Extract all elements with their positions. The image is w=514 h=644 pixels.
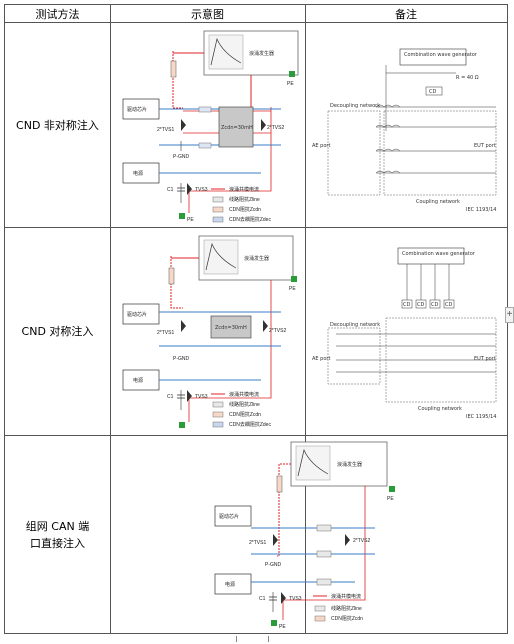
driver-chip-label: 驱动芯片: [219, 513, 239, 520]
legend-item: 浪涌共模电流: [229, 186, 259, 193]
cd-label: CD: [403, 302, 410, 308]
page-marker: [236, 636, 237, 642]
eut-port-label: EUT port: [474, 143, 496, 149]
header-notes: 备注: [395, 7, 417, 21]
cd-label: CD: [429, 89, 436, 95]
column-divider: [305, 5, 306, 633]
legend-item: 浪涌共模电流: [331, 593, 361, 600]
legend-item: 浪涌共模电流: [229, 391, 259, 398]
page-marker: [268, 636, 269, 642]
resistor-label: R = 40 Ω: [456, 75, 479, 81]
pe-label: PE: [187, 217, 194, 223]
decoupling-label: Decoupling network: [330, 322, 380, 328]
generator-title: Combination wave generator: [402, 251, 476, 257]
power-label: 电源: [133, 170, 143, 177]
iec-ref: IEC 1193/14: [466, 207, 497, 213]
tvs2-label: 2*TVS2: [269, 328, 286, 334]
tvs2-label: 2*TVS2: [353, 538, 370, 544]
legend-item: CDN去耦阻抗Zdec: [229, 421, 271, 428]
power-label: 电源: [133, 377, 143, 384]
legend-item: 线路阻抗Zline: [229, 196, 260, 203]
legend-item: 线路阻抗Zline: [229, 401, 260, 408]
zcdn-label: Zcdn=30mH: [221, 125, 253, 131]
cd-label: CD: [445, 302, 452, 308]
driver-chip-label: 驱动芯片: [127, 311, 147, 318]
c1-label: C1: [167, 394, 174, 400]
method-cell-1: CND 非对称注入: [16, 118, 99, 132]
generator-title: Combination wave generator: [404, 52, 478, 58]
row-divider: [5, 227, 507, 228]
pe-label: PE: [387, 496, 394, 502]
legend-item: CDN阻抗Zcdn: [229, 411, 261, 418]
generator-label: 浪涌发生器: [337, 461, 362, 468]
legend-item: 线路阻抗Zline: [331, 605, 362, 612]
ae-port-label: AE port: [312, 143, 330, 149]
pgnd-label: P-GND: [173, 154, 190, 160]
coupling-label: Coupling network: [418, 406, 462, 412]
iec-ref: IEC 1195/14: [466, 414, 497, 420]
ae-port-label: AE port: [312, 356, 330, 362]
row-divider: [5, 435, 507, 436]
cd-label: CD: [431, 302, 438, 308]
pe-label: PE: [279, 624, 286, 630]
method-cell-3: 组网 CAN 端口直接注入: [25, 519, 90, 550]
cd-label: CD: [417, 302, 424, 308]
header-diagram: 示意图: [191, 7, 224, 21]
decoupling-label: Decoupling network: [330, 103, 380, 109]
combination-wave-generator: [399, 48, 467, 66]
legend-item: CDN阻抗Zcdn: [331, 615, 363, 622]
tvs3-label: TVS3: [195, 187, 208, 193]
iec-diagram-asymmetric: Combination wave generator R = 40 Ω CD D…: [312, 48, 497, 213]
schematic-can-direct: 浪涌发生器 PE 驱动芯片 电源 2*TVS1 2*TVS2 P-GND C1 …: [214, 441, 395, 630]
pgnd-label: P-GND: [265, 562, 282, 568]
test-method-table: 测试方法 示意图 备注 CND 非对称注入 CND 对称注入 组网 CAN 端口…: [4, 4, 508, 634]
schematic-asymmetric: 浪涌发生器 PE 驱动芯片 电源 Zcdn=30mH 2*TVS1 2*TVS2…: [122, 30, 299, 223]
header-method: 测试方法: [35, 7, 80, 21]
iec-diagram-symmetric: Combination wave generator CD CD CD CD D…: [312, 247, 497, 420]
tvs1-label: 2*TVS1: [157, 127, 174, 133]
legend-item: CDN阻抗Zcdn: [229, 206, 261, 213]
tvs3-label: TVS3: [289, 596, 302, 602]
tvs3-label: TVS3: [195, 394, 208, 400]
column-divider: [110, 5, 111, 633]
generator-label: 浪涌发生器: [249, 50, 274, 57]
coupling-label: Coupling network: [416, 199, 460, 205]
legend-item: CDN去耦阻抗Zdec: [229, 216, 271, 223]
tvs1-label: 2*TVS1: [249, 540, 266, 546]
tvs1-label: 2*TVS1: [157, 330, 174, 336]
pe-label: PE: [287, 81, 294, 87]
schematic-symmetric: 浪涌发生器 PE 驱动芯片 电源 Zcdn=30mH 2*TVS1 2*TVS2…: [122, 235, 297, 428]
row-divider: [5, 22, 507, 23]
tvs2-label: 2*TVS2: [267, 125, 284, 131]
pgnd-label: P-GND: [173, 356, 190, 362]
generator-label: 浪涌发生器: [244, 255, 269, 262]
power-label: 电源: [225, 581, 235, 588]
c1-label: C1: [167, 187, 174, 193]
method-cell-2: CND 对称注入: [21, 325, 94, 338]
expand-button[interactable]: +: [505, 307, 514, 323]
driver-chip-label: 驱动芯片: [127, 106, 147, 113]
pe-label: PE: [289, 286, 296, 292]
eut-port-label: EUT port: [474, 356, 496, 362]
c1-label: C1: [259, 596, 266, 602]
zcdn-label: Zcdn=30mH: [215, 325, 247, 331]
